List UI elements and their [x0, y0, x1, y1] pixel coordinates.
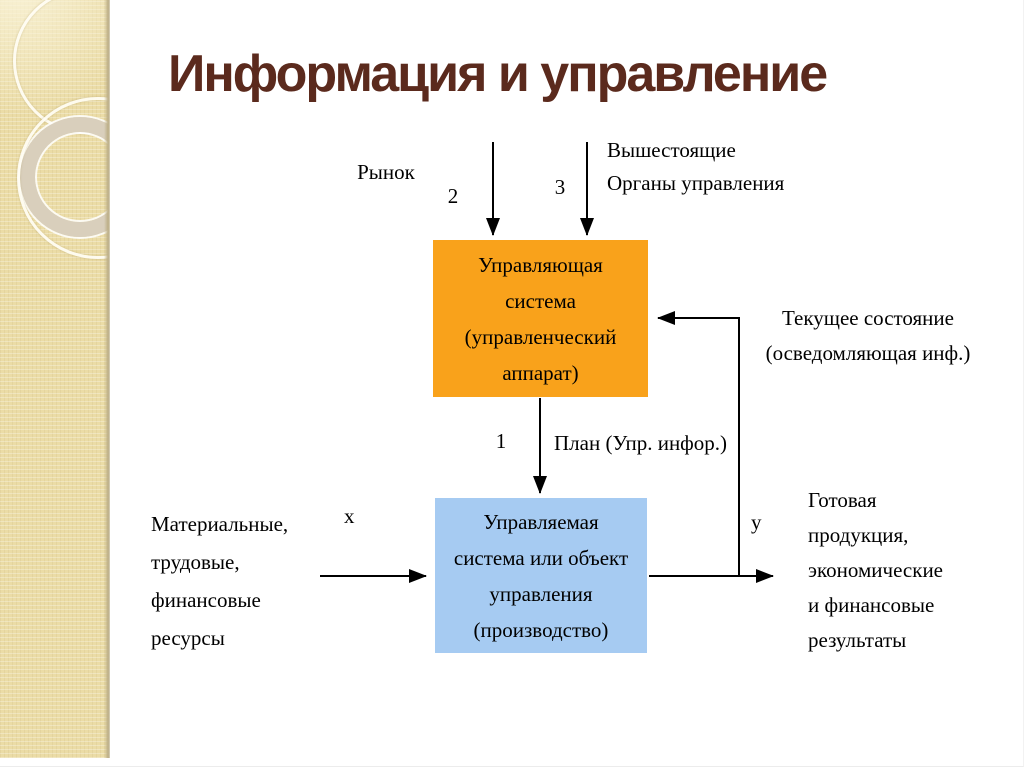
label-line: Органы управления: [607, 171, 785, 195]
arrow-number-3: 3: [554, 175, 566, 199]
label-line: экономические: [808, 558, 944, 582]
slide-title: Информация и управление: [168, 45, 828, 103]
managed-system-box: Управляемая система или объект управлени…: [435, 498, 647, 653]
inputs-label: Материальные, трудовые, финансовые ресур…: [151, 505, 288, 657]
box-line: (производство): [473, 617, 609, 642]
label-line: Вышестоящие: [607, 138, 736, 162]
plan-label: План (Упр. инфор.): [554, 431, 728, 455]
market-label: Рынок: [357, 160, 415, 184]
label-line: продукция,: [808, 523, 909, 547]
arrow-number-1: 1: [495, 429, 507, 453]
box-line: Управляющая: [478, 252, 603, 277]
control-system-box: Управляющая система (управленческий аппа…: [433, 240, 648, 397]
label-line: Текущее состояние: [782, 306, 954, 330]
label-line: (осведомляющая инф.): [765, 341, 971, 365]
feedback-arrow: [657, 311, 740, 576]
input-variable-label: x: [344, 504, 355, 528]
box-line: аппарат): [502, 360, 579, 385]
box-line: система или объект: [453, 545, 629, 570]
label-line: ресурсы: [151, 626, 225, 650]
box-line: управления: [489, 581, 593, 606]
label-line: трудовые,: [151, 550, 240, 574]
sidebar-edge-divider: [104, 0, 110, 758]
box-line: система: [505, 288, 576, 313]
output-variable-label: y: [751, 510, 762, 534]
box-line: (управленческий: [464, 324, 617, 349]
sidebar-decoration: [0, 0, 110, 758]
current-state-label: Текущее состояние (осведомляющая инф.): [757, 301, 979, 371]
label-line: и финансовые: [808, 593, 935, 617]
arrow-number-2: 2: [447, 184, 459, 208]
label-line: результаты: [808, 628, 907, 652]
higher-authorities-label: Вышестоящие Органы управления: [607, 134, 784, 200]
label-line: Материальные,: [151, 512, 289, 536]
label-line: Готовая: [808, 488, 877, 512]
label-line: финансовые: [151, 588, 261, 612]
box-line: Управляемая: [483, 509, 599, 534]
outputs-label: Готовая продукция, экономические и финан…: [808, 483, 943, 658]
